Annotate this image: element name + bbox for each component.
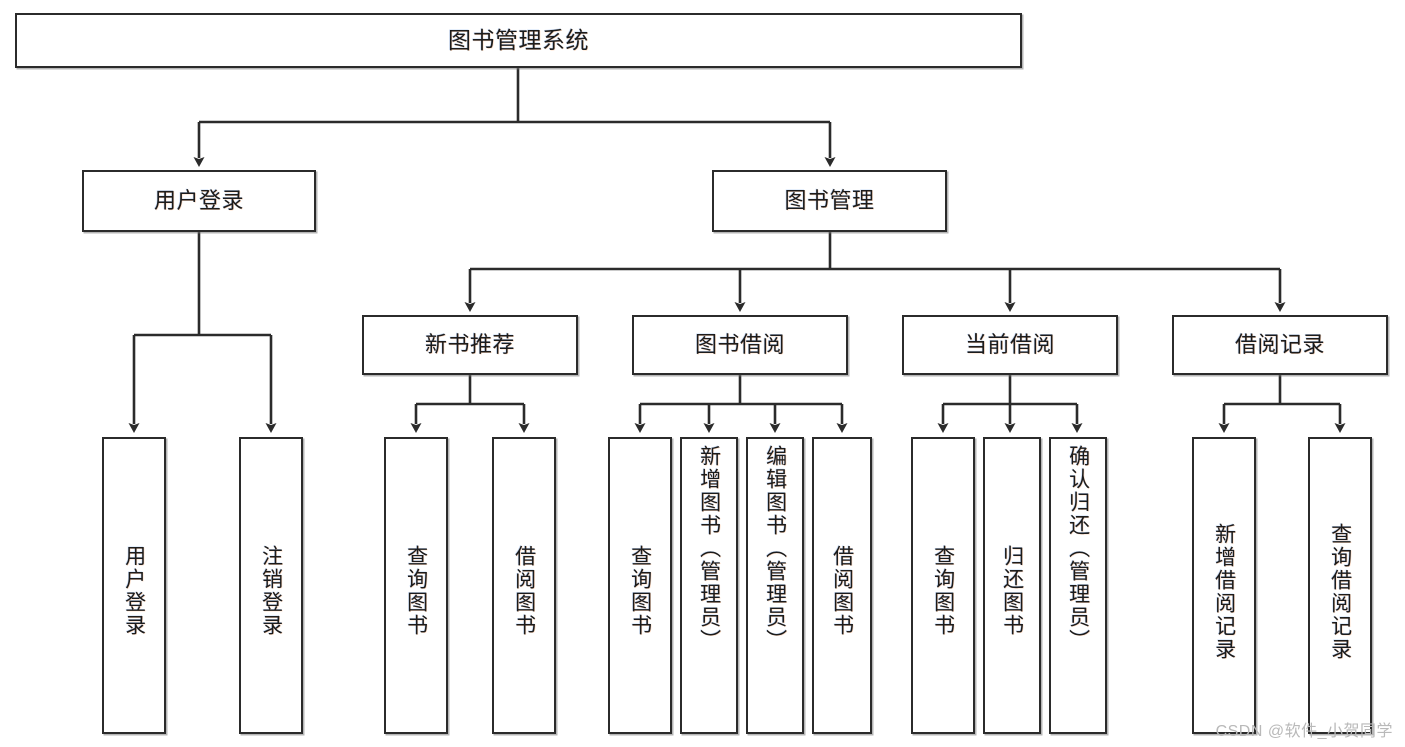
node-label: 图书管理: [784, 187, 875, 213]
node-user-login[interactable]: 用户登录: [82, 170, 316, 232]
node-label: 当前借阅: [964, 331, 1055, 357]
node-book-borrow[interactable]: 图书借阅: [632, 315, 848, 375]
node-current-borrow[interactable]: 当前借阅: [902, 315, 1118, 375]
node-label: 查询借阅记录: [1328, 523, 1352, 661]
leaf-confirm-return-admin[interactable]: 确认归还（管理员）: [1049, 437, 1107, 734]
leaf-return-book[interactable]: 归还图书: [983, 437, 1041, 734]
node-label: 图书借阅: [694, 331, 785, 357]
watermark: CSDN @软件_小贺同学: [1215, 723, 1393, 740]
node-label: 借阅记录: [1234, 331, 1325, 357]
leaf-add-borrow-record[interactable]: 新增借阅记录: [1192, 437, 1256, 734]
leaf-user-login[interactable]: 用户登录: [102, 437, 166, 734]
leaf-edit-book-admin[interactable]: 编辑图书（管理员）: [746, 437, 804, 734]
node-label: 查询图书: [931, 545, 955, 637]
leaf-borrow-book-new[interactable]: 借阅图书: [492, 437, 556, 734]
leaf-add-book-admin[interactable]: 新增图书（管理员）: [680, 437, 738, 734]
node-label: 用户登录: [122, 545, 146, 637]
node-label: 确认归还（管理员）: [1066, 445, 1090, 652]
node-label: 借阅图书: [512, 545, 536, 637]
node-label: 用户登录: [153, 187, 244, 213]
node-label: 新书推荐: [424, 331, 515, 357]
leaf-query-borrow-record[interactable]: 查询借阅记录: [1308, 437, 1372, 734]
node-label: 借阅图书: [830, 545, 854, 637]
node-borrow-record[interactable]: 借阅记录: [1172, 315, 1388, 375]
leaf-query-book-current[interactable]: 查询图书: [911, 437, 975, 734]
leaf-borrow-book[interactable]: 借阅图书: [812, 437, 872, 734]
node-label: 归还图书: [1000, 545, 1024, 637]
node-label: 注销登录: [259, 545, 283, 637]
node-label: 查询图书: [404, 545, 428, 637]
leaf-logout[interactable]: 注销登录: [239, 437, 303, 734]
node-label: 查询图书: [628, 545, 652, 637]
node-label: 编辑图书（管理员）: [763, 445, 787, 652]
node-new-book-recommend[interactable]: 新书推荐: [362, 315, 578, 375]
node-label: 新增借阅记录: [1212, 523, 1236, 661]
leaf-query-book-borrow[interactable]: 查询图书: [608, 437, 672, 734]
node-label: 新增图书（管理员）: [697, 445, 721, 652]
node-root-system[interactable]: 图书管理系统: [15, 13, 1022, 68]
node-label: 图书管理系统: [448, 26, 589, 53]
node-book-management[interactable]: 图书管理: [712, 170, 947, 232]
leaf-query-book-new[interactable]: 查询图书: [384, 437, 448, 734]
